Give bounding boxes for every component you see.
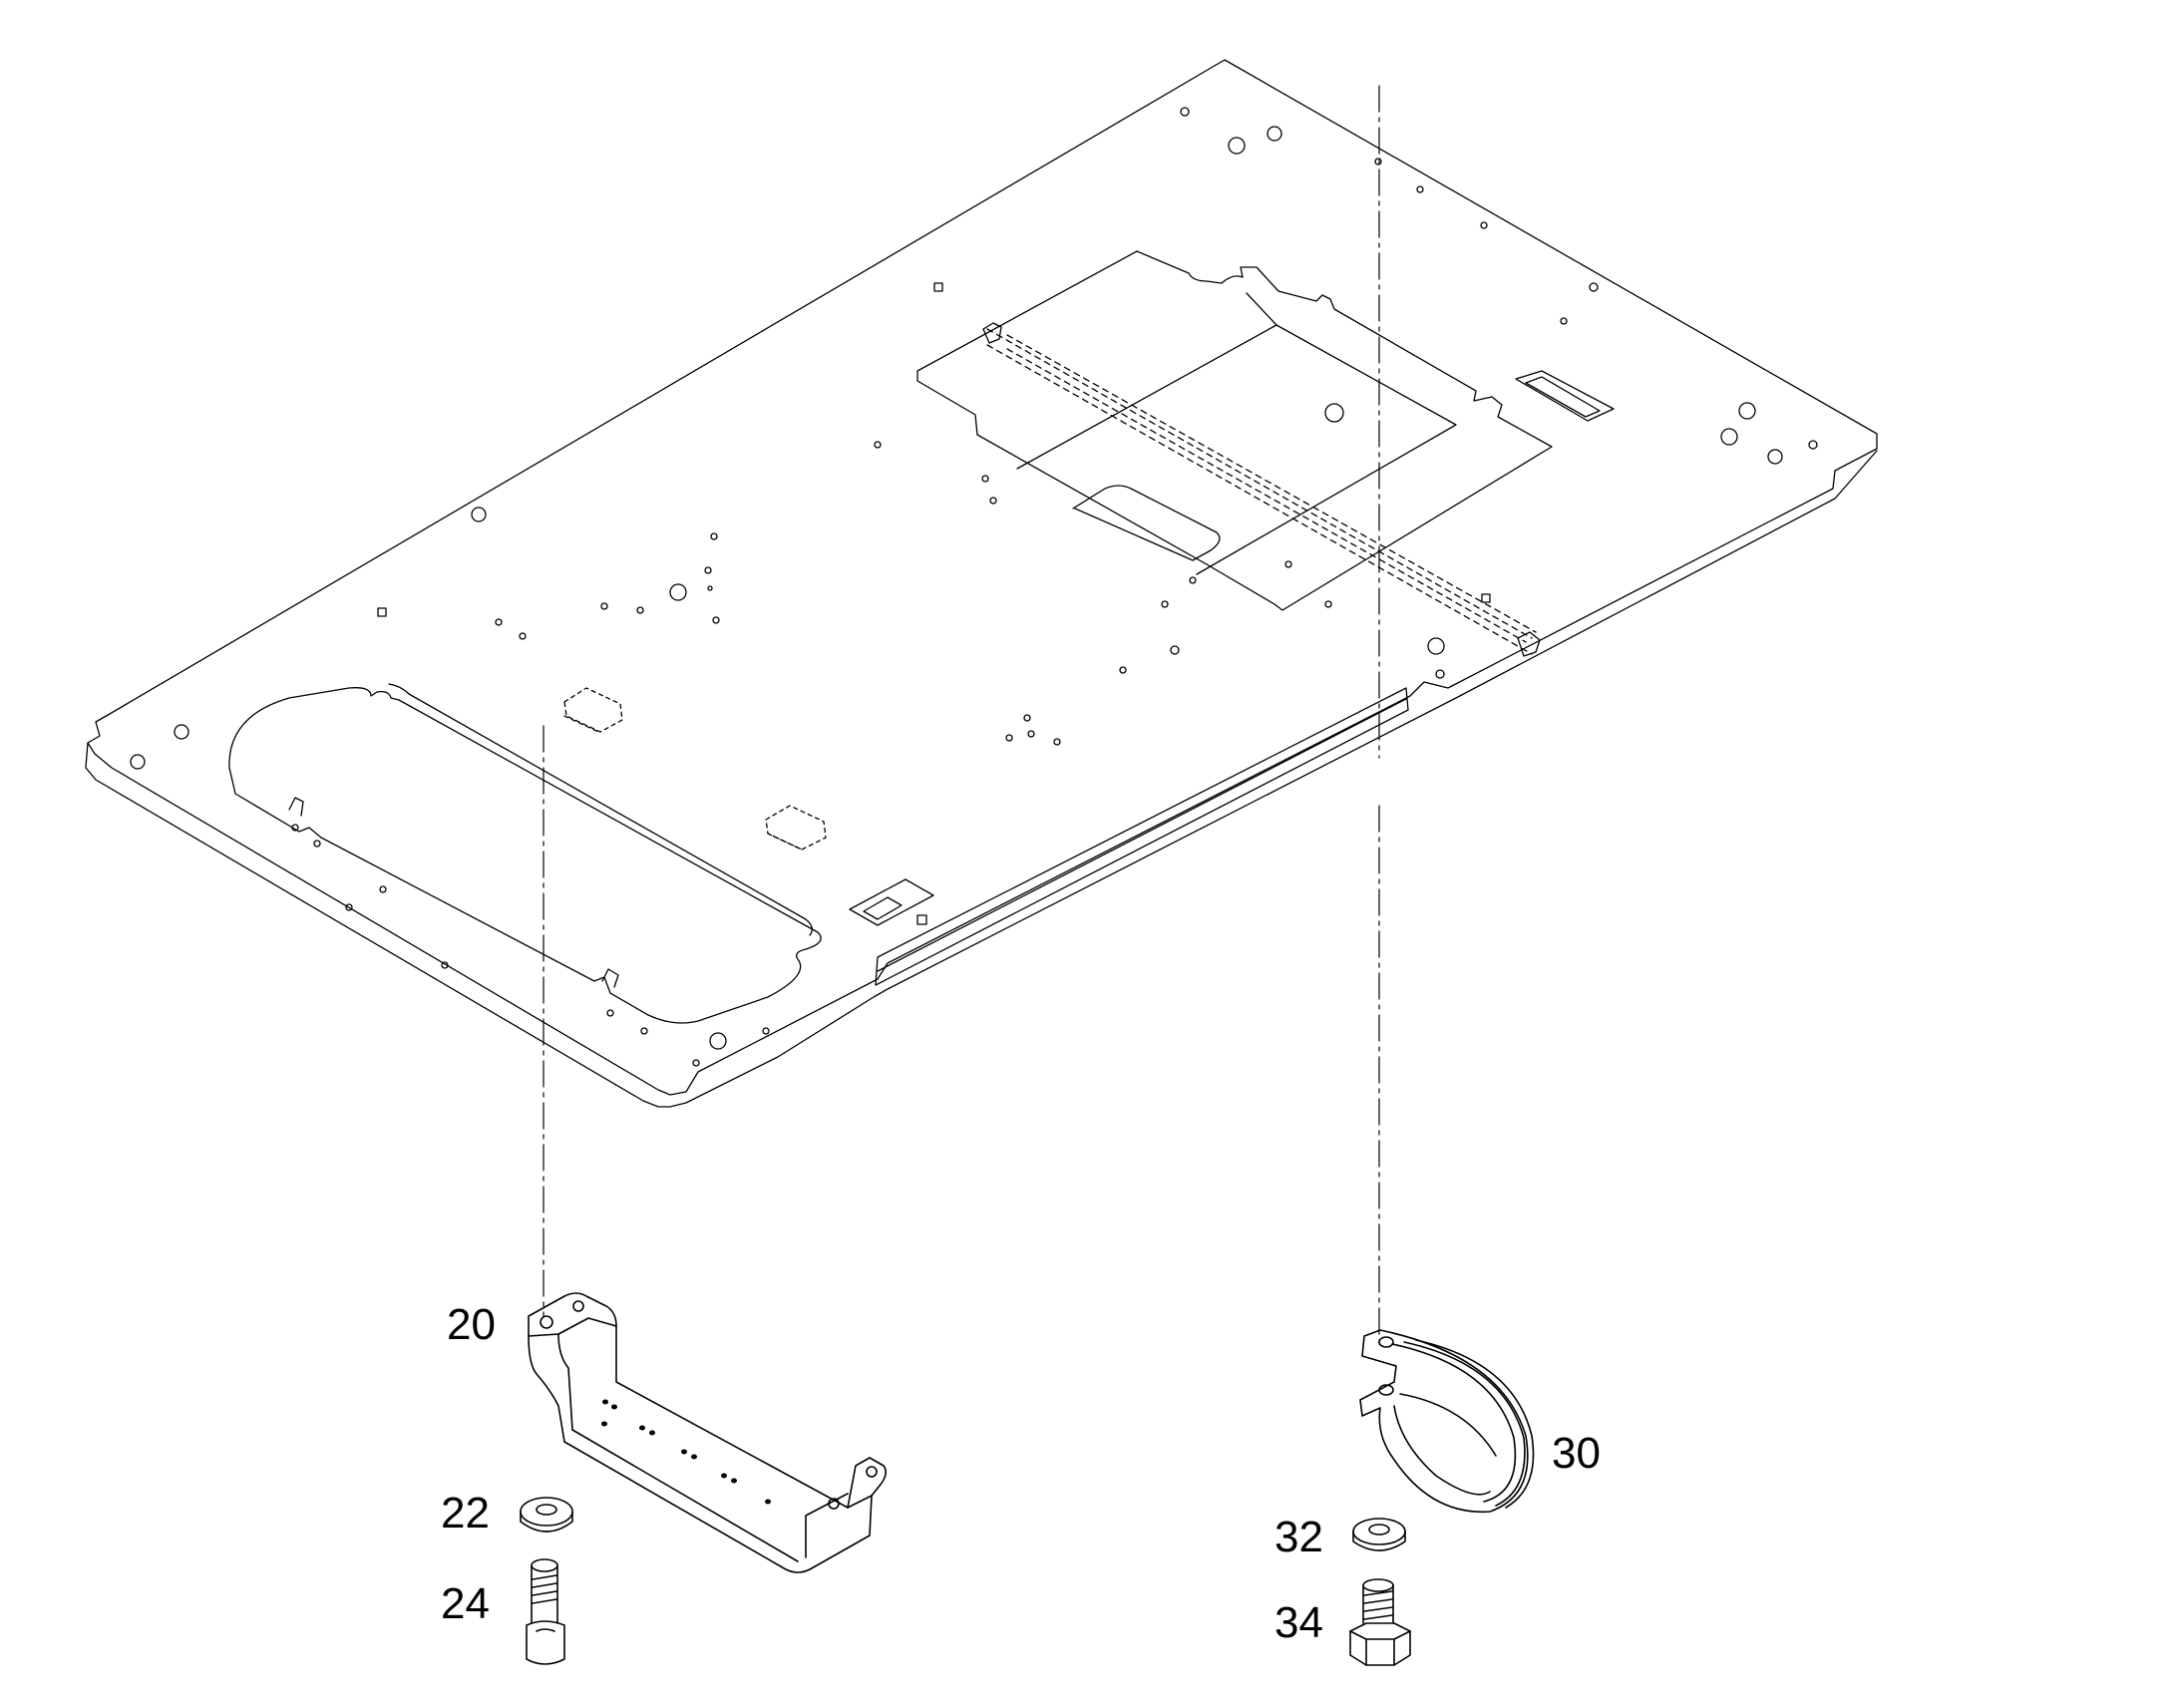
bracket-inner-fold-2 xyxy=(572,1430,798,1561)
bracket-hole-2 xyxy=(573,1301,583,1311)
bracket-inner-fold-1 xyxy=(558,1334,572,1430)
plate-bottom-edge xyxy=(86,451,1877,1107)
washer-part-22 xyxy=(521,1498,572,1532)
bracket-hole-1 xyxy=(541,1316,552,1328)
hidden-rail xyxy=(987,329,1536,654)
clamp-hole-bottom xyxy=(1379,1385,1393,1395)
plate-holes xyxy=(131,108,1817,1066)
clamp-inner xyxy=(1394,1406,1490,1495)
recess-inner-line-2 xyxy=(1197,325,1456,574)
callout-32: 32 xyxy=(1274,1513,1323,1561)
recess-pocket xyxy=(1073,486,1220,560)
recess-hole xyxy=(1325,404,1343,422)
callout-30: 30 xyxy=(1552,1429,1601,1478)
clamp-hole-top xyxy=(1379,1337,1393,1347)
recess-slot xyxy=(1516,371,1614,421)
clamp-inner-2 xyxy=(1400,1394,1496,1456)
hidden-block-1 xyxy=(564,688,622,732)
right-flange xyxy=(876,688,1408,985)
clamp-band-2 xyxy=(1404,1342,1525,1506)
callout-20: 20 xyxy=(447,1300,496,1349)
left-cutout-inner-lip xyxy=(389,684,812,935)
center-lines xyxy=(544,86,1379,1346)
left-cutout-notch-1 xyxy=(289,798,303,816)
label-patch xyxy=(850,879,933,925)
bracket-inner-fold-4 xyxy=(529,1318,616,1336)
right-flange-line xyxy=(878,699,1406,971)
plate-top-outline xyxy=(88,60,1877,1095)
callout-34: 34 xyxy=(1274,1598,1323,1647)
bracket-inner-fold-3 xyxy=(806,1494,848,1557)
left-cutout-notch-2 xyxy=(602,969,618,987)
screw-part-24 xyxy=(527,1559,564,1664)
callout-22: 22 xyxy=(441,1489,490,1537)
bracket-part-20 xyxy=(529,1293,886,1572)
bracket-outline xyxy=(529,1293,886,1572)
washer-part-32 xyxy=(1353,1519,1405,1550)
clamp-band-1 xyxy=(1392,1344,1515,1502)
base-plate xyxy=(86,60,1877,1107)
left-cutout xyxy=(229,688,821,1023)
bracket-hole-4 xyxy=(867,1467,877,1477)
callout-24: 24 xyxy=(441,1579,490,1628)
label-square xyxy=(917,915,926,924)
clamp-part-30 xyxy=(1360,1330,1534,1512)
recess-outline xyxy=(917,251,1552,610)
recess-inner-line-1 xyxy=(1017,293,1276,469)
clamp-outer xyxy=(1360,1330,1528,1512)
bolt-part-34 xyxy=(1350,1579,1410,1665)
bracket-slots xyxy=(601,1399,771,1505)
bracket-foot-edge xyxy=(848,1496,872,1508)
rail-end-bottom xyxy=(1518,632,1540,656)
bracket-hole-3 xyxy=(829,1499,839,1509)
hidden-block-2 xyxy=(766,806,826,850)
rail-end-top xyxy=(983,323,1001,343)
clamp-band-3 xyxy=(1416,1340,1534,1508)
